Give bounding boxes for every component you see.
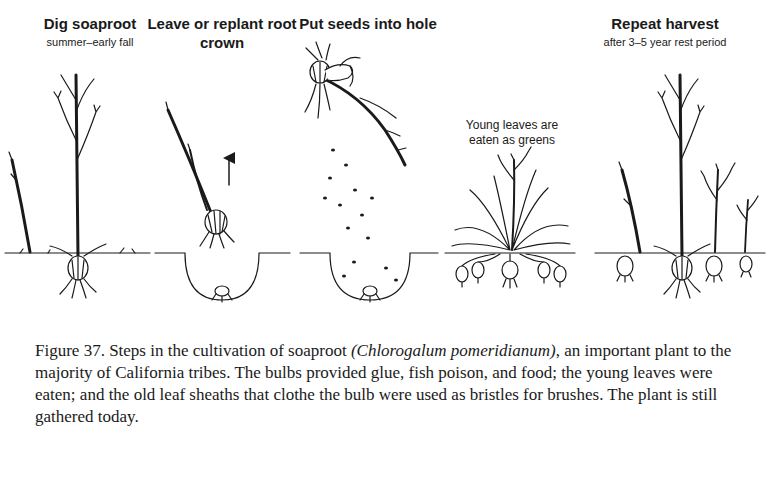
figure-caption: Figure 37. Steps in the cultivation of s… — [35, 340, 747, 428]
step-heading: Put seeds into hole — [283, 14, 453, 33]
callout-text: Young leaves are eaten as greens — [452, 118, 572, 148]
step-note: after 3–5 year rest period — [570, 35, 760, 49]
step-heading: Repeat harvest — [570, 14, 760, 33]
step-note: summer–early fall — [5, 35, 175, 49]
species-name: (Chlorogalum pomeridianum) — [351, 341, 556, 360]
step-heading: Leave or replant root crown — [147, 14, 297, 52]
